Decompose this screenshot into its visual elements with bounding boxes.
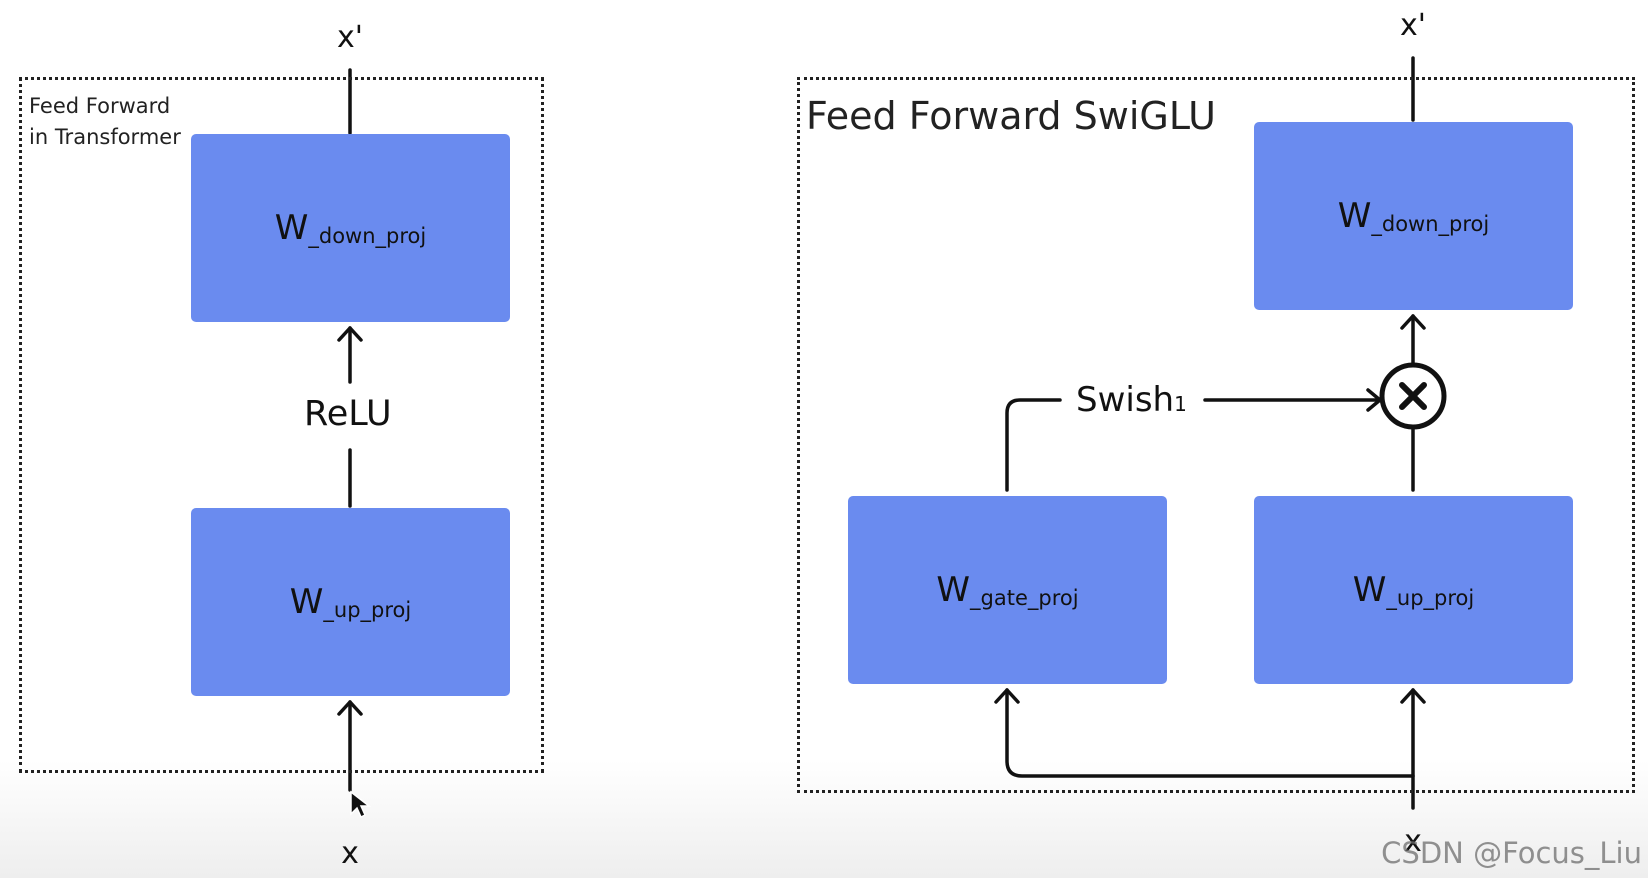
swish-main: Swish	[1076, 380, 1175, 420]
bottom-shade	[0, 760, 1648, 878]
right-up-proj-w: W	[1352, 570, 1387, 610]
left-down-proj-w: W	[274, 208, 309, 248]
left-down-proj-sub: _down_proj	[308, 224, 427, 248]
right-gate-to-swish-line	[1005, 398, 1062, 492]
left-input-label: x	[341, 836, 359, 871]
right-mult-to-down-arrowhead	[1400, 314, 1426, 330]
left-output-label: x'	[336, 20, 363, 55]
left-relu-label: ReLU	[300, 394, 396, 434]
right-down-proj-block: W_down_proj	[1254, 122, 1573, 310]
watermark: CSDN @Focus_Liu	[1381, 836, 1642, 870]
left-up-proj-w: W	[289, 582, 324, 622]
mouse-cursor-icon	[350, 790, 371, 819]
right-input-gate-arrowhead	[994, 688, 1020, 704]
right-gate-proj-sub: _gate_proj	[970, 586, 1079, 610]
left-down-proj-block: W_down_proj	[191, 134, 510, 322]
right-diagram-frame	[797, 77, 1635, 793]
right-input-label: x	[1404, 824, 1422, 859]
swish-label: Swish1	[1066, 380, 1197, 420]
swish-sub: 1	[1174, 392, 1187, 416]
left-diagram-frame	[19, 77, 544, 773]
left-up-proj-block: W_up_proj	[191, 508, 510, 696]
right-up-proj-sub: _up_proj	[1386, 586, 1475, 610]
right-gate-proj-block: W_gate_proj	[848, 496, 1167, 684]
right-input-up-arrowhead	[1400, 688, 1426, 704]
left-relu-to-down-arrowhead	[337, 326, 363, 342]
right-input-to-gate-line	[1005, 688, 1415, 778]
right-down-proj-sub: _down_proj	[1371, 212, 1490, 236]
right-down-proj-w: W	[1337, 196, 1372, 236]
left-up-proj-sub: _up_proj	[323, 598, 412, 622]
right-diagram-title: Feed Forward SwiGLU	[806, 94, 1216, 138]
left-input-arrowhead	[337, 700, 363, 716]
left-diagram-title: Feed Forward in Transformer	[29, 94, 181, 149]
right-up-proj-block: W_up_proj	[1254, 496, 1573, 684]
right-gate-proj-w: W	[936, 570, 971, 610]
right-output-label: x'	[1399, 8, 1426, 43]
